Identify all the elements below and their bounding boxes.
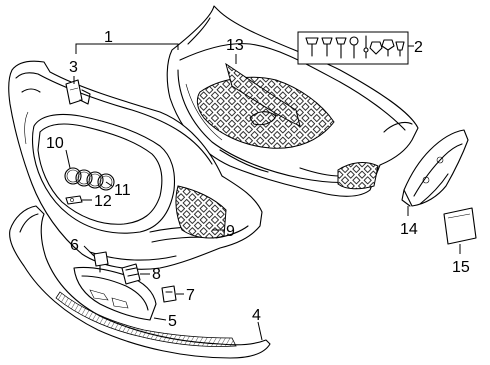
callout-3: 3 xyxy=(69,59,78,76)
callout-12: 12 xyxy=(94,193,112,210)
callout-9: 9 xyxy=(226,223,235,240)
rings-emblem xyxy=(64,167,115,191)
cover-plate-part-15 xyxy=(443,207,477,245)
push-clip-icon xyxy=(395,41,405,57)
callout-labels: 1 2 3 4 5 6 7 8 9 10 11 12 13 14 15 xyxy=(46,29,470,330)
callout-7: 7 xyxy=(186,287,195,304)
callout-14: 14 xyxy=(400,221,418,238)
callout-11: 11 xyxy=(114,182,131,199)
callout-2: 2 xyxy=(414,39,423,56)
grille-insert-part-13 xyxy=(225,62,301,127)
callout-8: 8 xyxy=(152,266,161,283)
bracket-part-6 xyxy=(93,251,109,273)
bumper-cover-rear-view xyxy=(166,5,419,197)
lower-spoiler-part-4 xyxy=(9,205,271,359)
screw-icon xyxy=(335,37,347,59)
callout-6: 6 xyxy=(70,237,79,254)
screw-icon xyxy=(321,37,333,57)
nut-icon xyxy=(381,39,395,57)
leader-lines xyxy=(65,43,461,341)
callout-5: 5 xyxy=(168,313,177,330)
pin-icon xyxy=(363,35,369,59)
side-bracket-part-14 xyxy=(401,129,469,207)
bracket-part-7 xyxy=(161,285,177,303)
callout-15: 15 xyxy=(452,259,470,276)
callout-1: 1 xyxy=(104,29,113,46)
callout-13: 13 xyxy=(226,37,244,54)
sensor-part-12 xyxy=(65,195,83,205)
bolt-icon xyxy=(349,36,359,59)
callout-10: 10 xyxy=(46,135,64,152)
bracket-part-8 xyxy=(121,263,141,285)
clip-icon xyxy=(369,41,383,55)
screw-icon xyxy=(305,37,319,57)
hardware-kit-part-2 xyxy=(297,31,409,65)
callout-4: 4 xyxy=(252,307,261,324)
